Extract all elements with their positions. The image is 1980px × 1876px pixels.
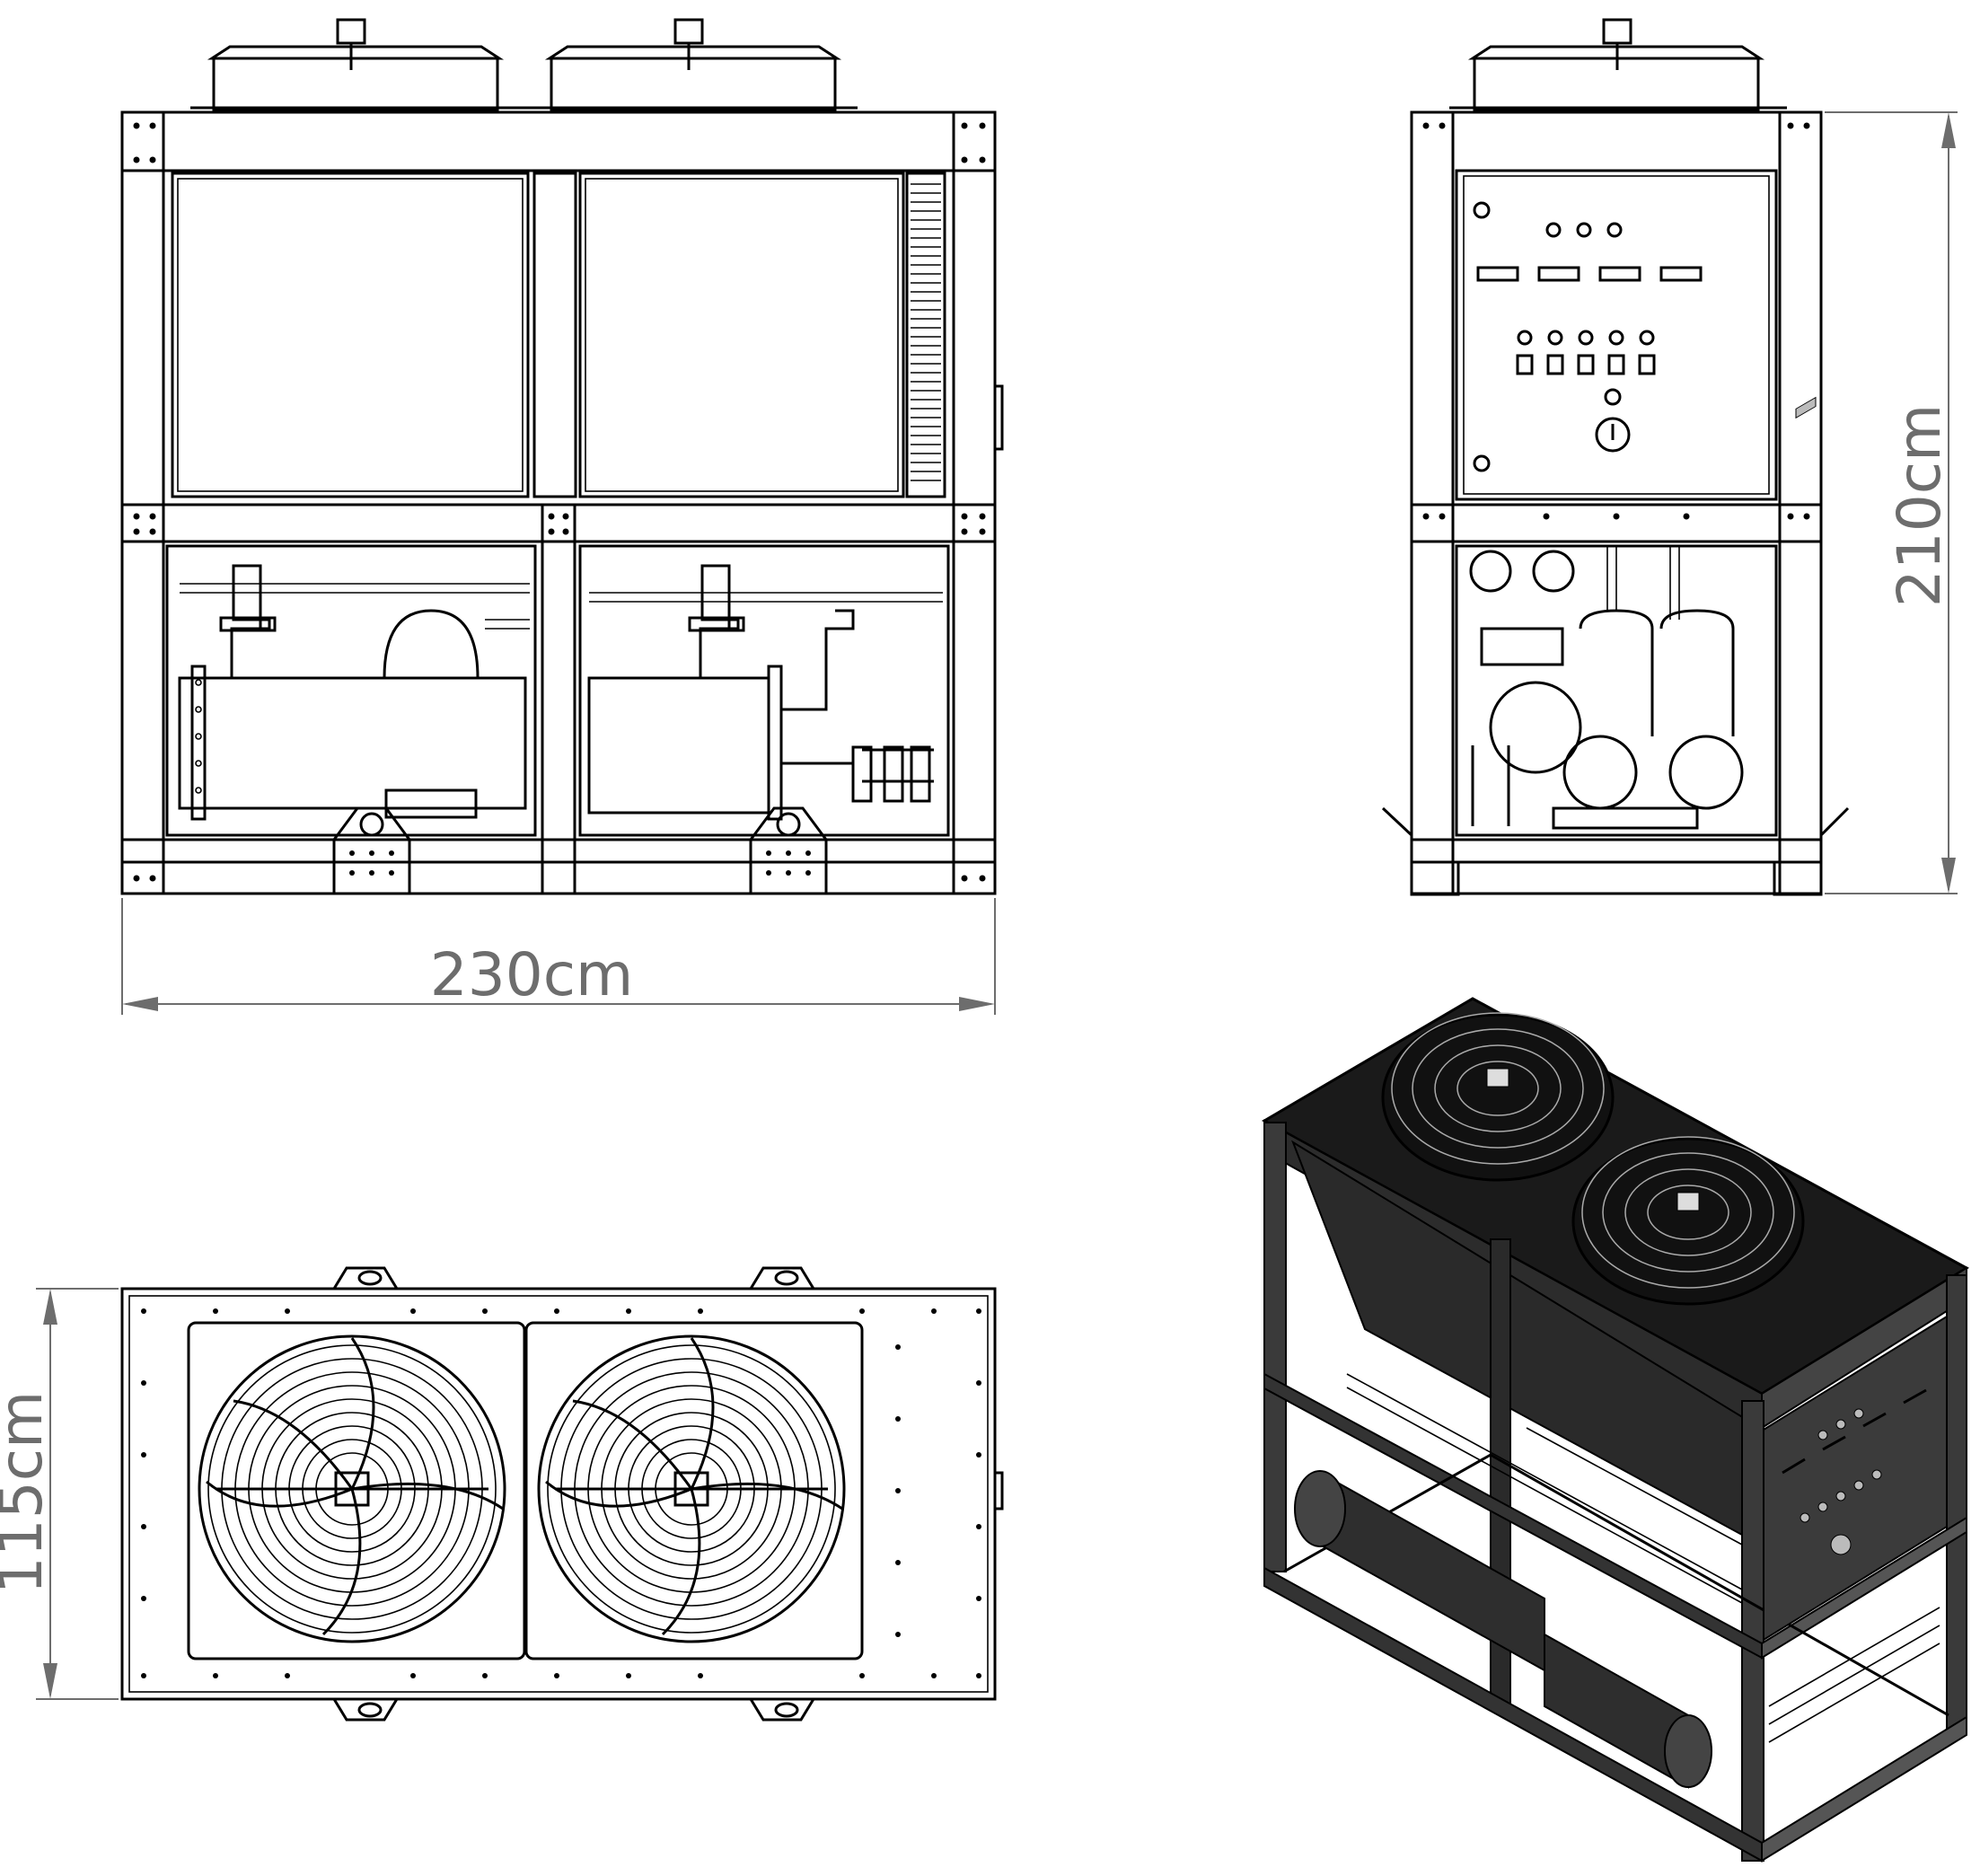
- side-foot-right: [1773, 860, 1823, 896]
- front-bolts: [133, 122, 986, 882]
- isometric-view: [1261, 396, 1969, 1863]
- front-frame-outline: [120, 110, 997, 895]
- iso-control-panel: [1763, 1315, 1948, 1642]
- side-piping: [1455, 544, 1778, 837]
- top-fan-panel-right: [524, 1321, 864, 1660]
- front-fan-hood-right: [544, 18, 842, 112]
- side-view: [1381, 18, 1850, 896]
- iso-evaporator-front: [1544, 1633, 1712, 1789]
- front-view: [120, 18, 1004, 895]
- front-coil-panel-right: [578, 172, 905, 498]
- iso-evaporator-back: [1294, 1470, 1545, 1672]
- side-frame-outline: [1410, 110, 1823, 895]
- front-evaporator-left: [178, 564, 530, 821]
- top-fan-left: [198, 1334, 506, 1643]
- control-panel: [1455, 169, 1778, 501]
- iso-fan-back: [1381, 1012, 1615, 1182]
- height-dimension: 210cm: [1825, 111, 1958, 894]
- front-evaporator-right: [587, 564, 943, 821]
- width-dimension: 230cm: [121, 898, 996, 1015]
- top-fan-panel-left: [187, 1321, 526, 1660]
- front-lifting-lug-right: [748, 806, 829, 895]
- side-bolts: [1422, 122, 1810, 520]
- top-frame-outline: [120, 1287, 997, 1701]
- depth-dimension-label: 115cm: [0, 1391, 56, 1595]
- iso-fan-front: [1571, 1136, 1805, 1306]
- front-coil-fins: [905, 172, 946, 498]
- width-dimension-label: 230cm: [430, 940, 634, 1009]
- side-foot-left: [1410, 860, 1460, 896]
- top-fan-right: [537, 1334, 846, 1643]
- depth-dimension: 115cm: [0, 1288, 119, 1700]
- top-bolts: [141, 1308, 981, 1678]
- height-dimension-label: 210cm: [1885, 404, 1954, 608]
- top-view: [120, 1266, 1004, 1722]
- front-coil-panel-left: [171, 172, 530, 498]
- side-fan-hood: [1467, 18, 1765, 112]
- front-fan-hood-left: [207, 18, 505, 112]
- front-lifting-lug-left: [331, 806, 412, 895]
